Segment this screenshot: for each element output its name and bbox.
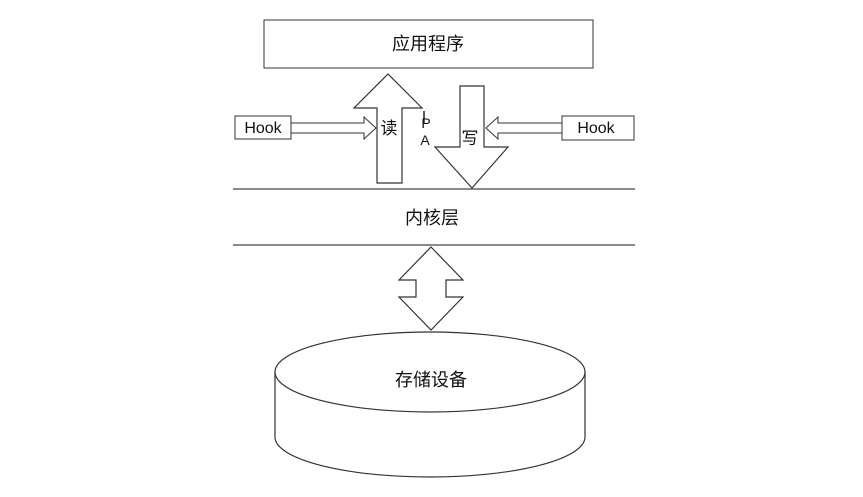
storage-label: 存储设备 <box>395 370 467 391</box>
read-arrow <box>352 73 424 184</box>
hook-left-label: Hook <box>244 120 282 137</box>
hook-right-box <box>561 115 635 141</box>
read-arrow-label: 读 <box>381 119 398 139</box>
hook-left-arrow <box>290 115 377 141</box>
app-layer-label: 应用程序 <box>392 34 464 55</box>
write-arrow-label: 写 <box>462 129 479 149</box>
kernel-layer-label: 内核层 <box>405 208 459 229</box>
storage-cylinder-top <box>274 331 586 413</box>
marker-bottom: A <box>420 132 430 148</box>
hook-right-arrow <box>485 115 563 141</box>
app-layer-box <box>263 19 594 69</box>
double-arrow <box>397 246 465 331</box>
marker-top: P <box>421 115 430 131</box>
hook-right-label: Hook <box>577 120 615 137</box>
write-arrow <box>433 85 510 189</box>
